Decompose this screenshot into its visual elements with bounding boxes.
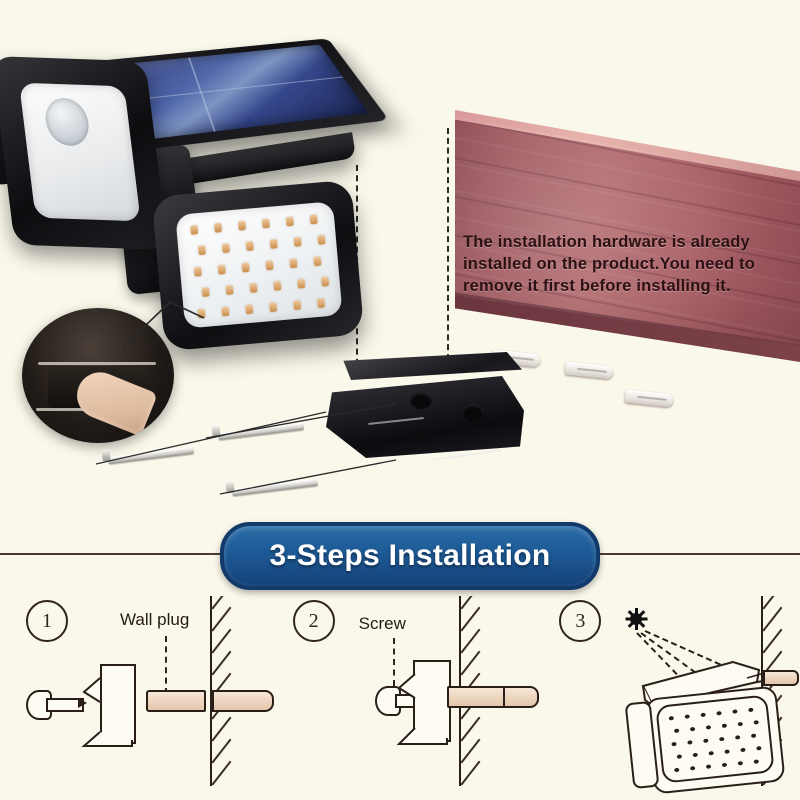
lamp-led-dot	[687, 740, 693, 745]
step-2-bracket-foot	[396, 673, 448, 745]
led-chip	[221, 243, 230, 254]
step-1-wall	[210, 596, 212, 786]
installation-notice-text: The installation hardware is already ins…	[463, 233, 755, 295]
steps-row: 1 Wall plug	[0, 586, 800, 800]
installation-title-banner: 3-Steps Installation	[220, 522, 600, 590]
step-1-label: Wall plug	[120, 610, 190, 629]
led-chip	[313, 256, 322, 267]
step-1-wall-plug-embedded	[212, 690, 274, 712]
lamp-led-dot	[732, 709, 739, 714]
led-chip	[273, 281, 282, 291]
lamp-led-dot	[751, 733, 757, 739]
led-chip	[269, 239, 278, 249]
bracket-hole-1	[410, 392, 432, 409]
lamp-led-dot	[735, 735, 741, 740]
lamp-led-dot	[674, 767, 680, 773]
step-1-wall-plug	[146, 690, 206, 712]
mounting-bracket	[322, 348, 530, 468]
led-chip	[201, 287, 210, 297]
led-chip	[198, 245, 206, 256]
step-3-led-dots	[656, 695, 771, 780]
step-2: 2 Screw	[267, 586, 539, 800]
lamp-led-dot	[719, 736, 725, 742]
lamp-led-dot	[738, 761, 744, 766]
lamp-led-dot	[706, 764, 712, 769]
lamp-led-dot	[737, 721, 744, 727]
led-chip	[293, 300, 301, 311]
led-chip	[241, 262, 250, 273]
step-1-screw-arrow	[78, 698, 87, 708]
lamp-led-dot	[740, 747, 747, 753]
lamp-led-dot	[690, 726, 696, 732]
led-chip	[245, 241, 254, 251]
led-chip	[221, 306, 230, 317]
step-1-bracket-plate	[100, 664, 136, 744]
led-chip	[262, 218, 270, 229]
lamp-led-dot	[690, 766, 696, 771]
led-chip	[269, 302, 278, 313]
lamp-led-dot	[706, 725, 712, 730]
step-2-leader-line	[392, 638, 395, 686]
lamp-led-dot	[722, 762, 728, 768]
top-photo-section: The installation hardware is already ins…	[0, 0, 800, 553]
lamp-led-dot	[753, 759, 760, 764]
led-chip	[214, 223, 222, 233]
led-chip	[317, 235, 326, 245]
sun-icon	[625, 608, 648, 630]
step-2-label: Screw	[358, 614, 406, 633]
step-2-plug-tip	[502, 686, 539, 708]
lamp-led-dot	[700, 712, 707, 718]
led-chip	[285, 216, 294, 227]
step-1-number: 1	[26, 600, 68, 642]
step-3: 3	[533, 586, 800, 800]
led-chip	[190, 225, 199, 235]
led-chip	[238, 220, 246, 231]
lamp-led-dot	[674, 728, 680, 734]
lamp-led-dot	[708, 751, 715, 756]
step-1-bracket-foot	[81, 677, 133, 747]
lamp-led-dot	[692, 752, 699, 758]
led-chip	[217, 264, 226, 275]
step-1: 1 Wall plug	[0, 586, 274, 800]
sun-core	[630, 613, 643, 625]
led-chip	[265, 260, 274, 271]
pir-sensor-head	[0, 56, 169, 250]
led-chip	[249, 283, 258, 293]
button-press-inset	[22, 308, 174, 443]
inset-pointer-lines	[121, 301, 205, 349]
lamp-led-dot	[753, 720, 760, 725]
lamp-led-dot	[677, 754, 683, 759]
lamp-led-dot	[748, 707, 754, 713]
led-chip	[321, 276, 330, 287]
lamp-led-dot	[703, 738, 709, 744]
step-2-number: 2	[292, 600, 335, 642]
sensor-diffuser	[18, 82, 141, 222]
guide-dash-right	[447, 128, 449, 360]
led-chip	[245, 304, 254, 315]
step-3-wall-screw	[763, 670, 800, 686]
step-2-wall-plug	[446, 686, 509, 708]
led-chip	[309, 214, 318, 225]
led-chip	[297, 279, 306, 289]
lamp-led-dot	[724, 749, 731, 754]
led-chip	[225, 285, 234, 295]
led-chip	[317, 298, 325, 308]
product-photo	[0, 8, 440, 352]
brick-wall	[455, 110, 800, 430]
led-chip	[289, 258, 298, 269]
led-chip	[193, 266, 202, 277]
lamp-led-dot	[668, 716, 675, 721]
lamp-led-dot	[671, 741, 678, 747]
bracket-hole-2	[462, 404, 484, 421]
screw-guide-lines	[96, 403, 397, 495]
led-chip	[293, 237, 302, 247]
step-1-leader-line	[165, 636, 167, 694]
step-3-number: 3	[559, 600, 602, 642]
lamp-led-dot	[722, 723, 728, 728]
inset-highlight-top	[38, 362, 156, 365]
lamp-led-dot	[756, 746, 762, 751]
lamp-led-dot	[716, 710, 723, 716]
installation-title-text: 3-Steps Installation	[269, 539, 551, 572]
lamp-led-dot	[684, 714, 691, 719]
